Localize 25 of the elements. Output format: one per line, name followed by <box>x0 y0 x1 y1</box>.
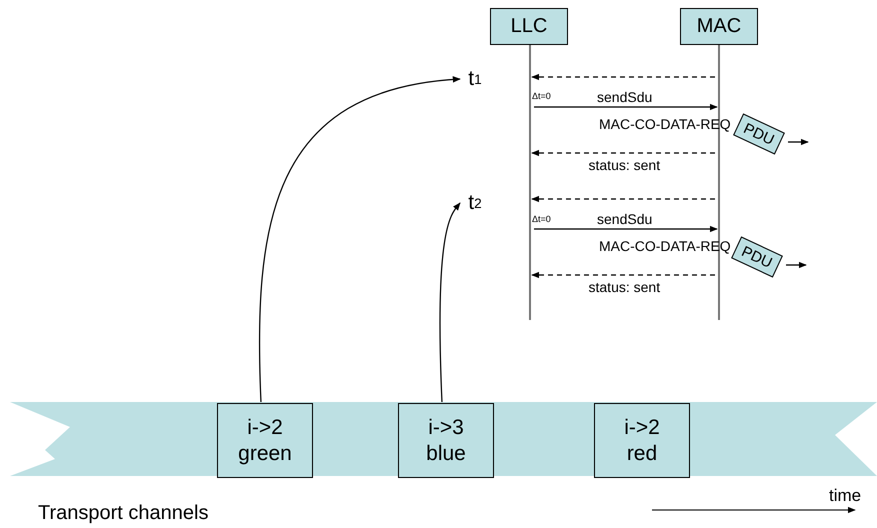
delay-note: Δt=0 <box>532 91 551 101</box>
message-label: MAC-CO-DATA-REQ <box>599 116 731 132</box>
message-arrow <box>531 74 715 80</box>
edge-label: sendSdu <box>595 89 654 105</box>
lifeline-box: MAC <box>680 8 758 45</box>
channel-box: i->3 blue <box>398 403 494 478</box>
message-arrow <box>534 226 718 232</box>
arrow <box>788 138 809 146</box>
axis-label: time <box>829 486 862 506</box>
arrow <box>439 202 461 404</box>
edge-label: sendSdu <box>595 211 654 227</box>
channel-box: i->2 red <box>594 403 690 478</box>
arrow <box>259 76 461 404</box>
channel-box: i->2 green <box>217 403 313 478</box>
message-arrow <box>531 196 715 202</box>
arrow <box>786 262 807 268</box>
pdu-tag: PDU <box>731 236 783 278</box>
message-arrow <box>531 272 715 278</box>
lifeline-box: LLC <box>490 8 568 45</box>
delay-note: Δt=0 <box>532 214 551 224</box>
pdu-tag: PDU <box>733 113 785 155</box>
message-arrow <box>534 104 718 110</box>
message-arrow <box>531 150 715 156</box>
band-label: Transport channels <box>38 502 208 525</box>
message-label: MAC-CO-DATA-REQ <box>599 238 731 254</box>
